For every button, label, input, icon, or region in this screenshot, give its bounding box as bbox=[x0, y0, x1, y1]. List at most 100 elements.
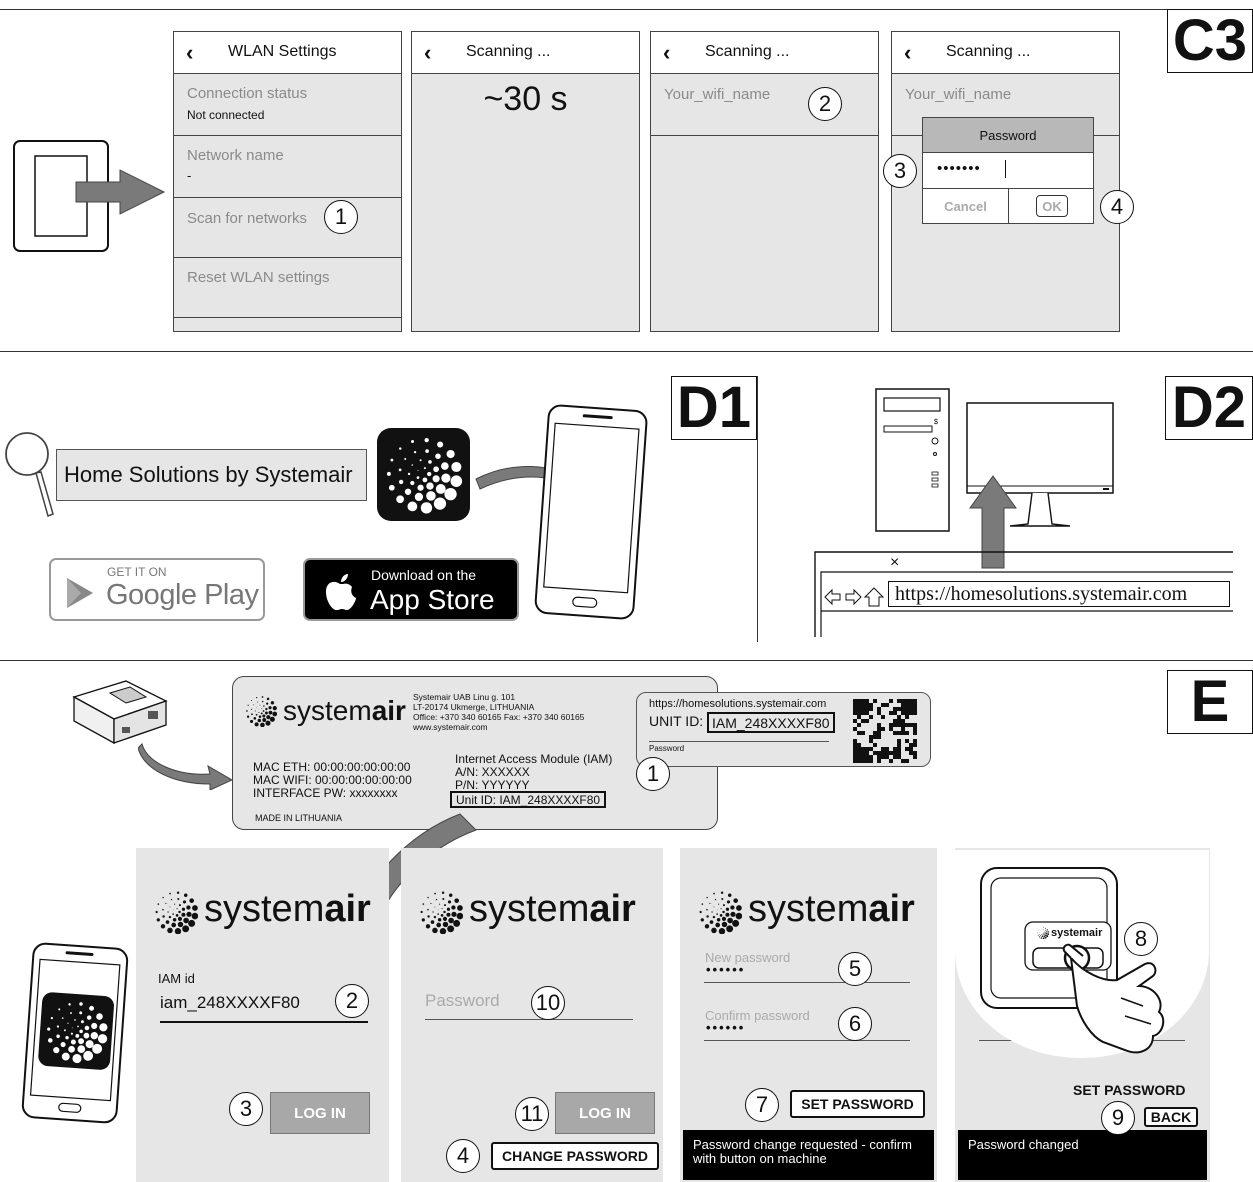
module-name: Internet Access Module (IAM) bbox=[455, 752, 613, 766]
screen-header: ‹ Scanning ... bbox=[412, 32, 639, 74]
logo-bold-text: air bbox=[371, 695, 406, 726]
smartphone-icon bbox=[532, 404, 650, 622]
scan-for-networks-row[interactable]: Scan for networks bbox=[174, 198, 401, 258]
app-store-badge[interactable]: Download on the App Store bbox=[303, 558, 519, 621]
company-line: LT-20174 Ukmerge, LITHUANIA bbox=[413, 702, 535, 712]
label-mac-info: MAC ETH: 00:00:00:00:00:00 MAC WIFI: 00:… bbox=[253, 761, 412, 800]
set-password-button[interactable]: SET PASSWORD bbox=[790, 1090, 925, 1118]
dialog-ok-button[interactable]: OK bbox=[1036, 195, 1068, 217]
qr-code-icon bbox=[853, 699, 917, 763]
module-an: A/N: XXXXXX bbox=[455, 765, 530, 779]
wlan-settings-screen: ‹ WLAN Settings Connection status Not co… bbox=[173, 31, 402, 332]
password-login-screen: systemair Password LOG IN CHANGE PASSWOR… bbox=[401, 848, 663, 1182]
confirm-password-input[interactable]: •••••• bbox=[704, 1020, 910, 1041]
magnifier-search-icon bbox=[3, 428, 59, 520]
iam-id-label: IAM id bbox=[158, 971, 195, 986]
app-icon[interactable] bbox=[377, 428, 470, 521]
sticker-unit-id-value: IAM_248XXXXF80 bbox=[707, 712, 835, 733]
screen-title: Scanning ... bbox=[946, 43, 1031, 60]
device-logo-text: systemair bbox=[1051, 927, 1103, 939]
logo-light-text: system bbox=[748, 888, 869, 930]
connection-status-value: Not connected bbox=[187, 108, 265, 122]
step-number-4: 4 bbox=[446, 1139, 480, 1173]
screen-header: ‹ Scanning ... bbox=[892, 32, 1119, 74]
logo-light-text: system bbox=[204, 888, 325, 930]
network-name-label: Network name bbox=[187, 147, 284, 164]
back-button[interactable]: BACK bbox=[1144, 1107, 1198, 1127]
google-play-badge[interactable]: GET IT ON Google Play bbox=[49, 558, 265, 621]
reset-wlan-row[interactable]: Reset WLAN settings bbox=[174, 258, 401, 318]
setpw-logo-text: systemair bbox=[748, 888, 915, 931]
new-password-input[interactable]: •••••• bbox=[704, 962, 910, 983]
password-placeholder: Password bbox=[425, 991, 500, 1010]
browser-address-bar[interactable]: https://homesolutions.systemair.com bbox=[888, 581, 1230, 607]
systemair-logo-icon bbox=[246, 696, 278, 728]
dialog-cancel-button[interactable]: Cancel bbox=[923, 188, 1009, 224]
section-tag-c3: C3 bbox=[1167, 9, 1253, 73]
section-tag-d2: D2 bbox=[1165, 376, 1253, 440]
browser-close-icon[interactable]: × bbox=[890, 554, 900, 571]
connection-status-label: Connection status bbox=[187, 85, 308, 102]
sticker-password-line bbox=[649, 741, 829, 742]
new-password-label: New password bbox=[705, 950, 791, 965]
password-logo-text: systemair bbox=[469, 888, 636, 931]
login-button[interactable]: LOG IN bbox=[555, 1092, 655, 1134]
app-search-box[interactable]: Home Solutions by Systemair bbox=[56, 449, 367, 501]
password-input[interactable]: ••••••• bbox=[923, 152, 1093, 189]
label-logo-text: systemair bbox=[283, 695, 406, 727]
systemair-logo-icon bbox=[420, 891, 464, 935]
iam-id-value: iam_248XXXXF80 bbox=[160, 993, 300, 1012]
app-store-small-text: Download on the bbox=[371, 567, 477, 583]
google-play-big-text: Google Play bbox=[106, 579, 259, 611]
reset-wlan-label: Reset WLAN settings bbox=[187, 269, 330, 286]
step-number-1: 1 bbox=[636, 757, 670, 791]
step-number-2: 2 bbox=[808, 87, 842, 121]
step-number-4: 4 bbox=[1100, 190, 1134, 224]
wifi-network-row[interactable]: Your_wifi_name bbox=[651, 74, 878, 136]
browser-nav-icons[interactable] bbox=[823, 586, 885, 613]
logo-light-text: system bbox=[469, 888, 590, 930]
google-play-small-text: GET IT ON bbox=[107, 565, 167, 579]
password-input[interactable]: Password bbox=[425, 991, 633, 1020]
mac-eth: MAC ETH: 00:00:00:00:00:00 bbox=[253, 760, 411, 774]
scan-time-estimate: ~30 s bbox=[483, 80, 568, 118]
confirm-password-label: Confirm password bbox=[705, 1008, 810, 1023]
step-number-9: 9 bbox=[1101, 1101, 1135, 1135]
sticker-unit-id-label: UNIT ID: bbox=[649, 713, 704, 729]
password-masked-value: ••••••• bbox=[937, 160, 981, 177]
password-changed-bar: Password changed bbox=[958, 1130, 1207, 1180]
iam-module-device-icon bbox=[70, 675, 170, 747]
set-password-screen: systemair New password •••••• Confirm pa… bbox=[680, 848, 937, 1182]
back-chevron-icon[interactable]: ‹ bbox=[904, 40, 912, 65]
login-button[interactable]: LOG IN bbox=[270, 1092, 370, 1134]
made-in-text: MADE IN LITHUANIA bbox=[255, 813, 343, 823]
network-name-row: Network name - bbox=[174, 136, 401, 198]
logo-bold-text: air bbox=[589, 888, 636, 930]
wifi-network-name: Your_wifi_name bbox=[905, 86, 1012, 103]
change-password-button[interactable]: CHANGE PASSWORD bbox=[491, 1142, 659, 1170]
iam-id-input[interactable]: iam_248XXXXF80 bbox=[160, 993, 368, 1023]
apple-logo-icon bbox=[323, 572, 357, 617]
step-number-3: 3 bbox=[883, 154, 917, 188]
status-message-bar: Password change requested - confirm with… bbox=[683, 1130, 934, 1180]
mac-wifi: MAC WIFI: 00:00:00:00:00:00 bbox=[253, 773, 412, 787]
back-chevron-icon[interactable]: ‹ bbox=[663, 40, 671, 65]
logo-bold-text: air bbox=[868, 888, 915, 930]
back-chevron-icon[interactable]: ‹ bbox=[424, 40, 432, 65]
browser-window: × https://homesolutions.systemair.com bbox=[814, 551, 1234, 637]
login-logo bbox=[154, 890, 199, 939]
label-module-info: Internet Access Module (IAM) A/N: XXXXXX… bbox=[455, 753, 612, 792]
network-name-value: - bbox=[187, 168, 192, 183]
screen-header: ‹ WLAN Settings bbox=[174, 32, 401, 74]
back-chevron-icon[interactable]: ‹ bbox=[186, 40, 194, 65]
section-tag-e: E bbox=[1167, 670, 1253, 734]
scanning-screen-results: ‹ Scanning ... Your_wifi_name bbox=[650, 31, 879, 332]
screen-title: Scanning ... bbox=[705, 43, 790, 60]
app-search-text: Home Solutions by Systemair bbox=[64, 462, 353, 487]
interface-pw: INTERFACE PW: xxxxxxxx bbox=[253, 786, 398, 800]
text-cursor bbox=[1005, 160, 1006, 178]
screen-title: Scanning ... bbox=[466, 43, 551, 60]
app-store-big-text: App Store bbox=[370, 584, 495, 615]
label-unit-id: Unit ID: IAM_248XXXXF80 bbox=[450, 791, 607, 808]
set-password-text: SET PASSWORD bbox=[1073, 1082, 1186, 1098]
